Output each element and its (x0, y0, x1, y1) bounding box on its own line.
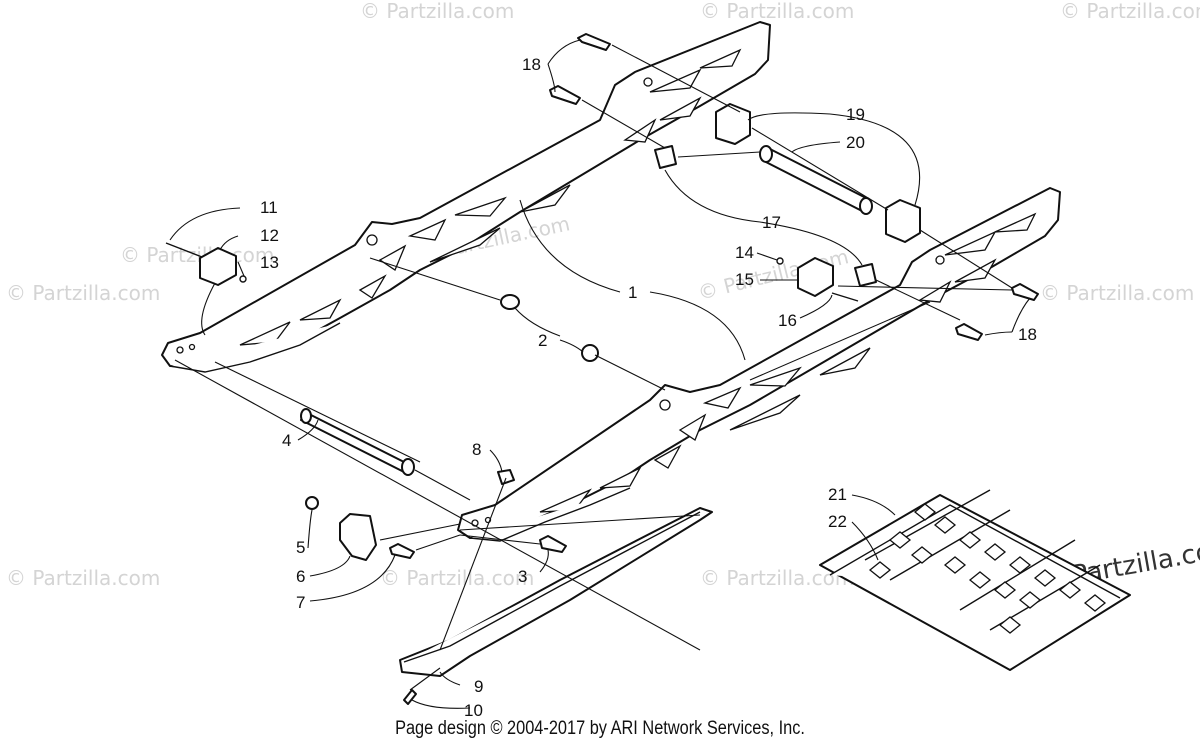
cross-shaft (759, 145, 873, 215)
watermark: © Partzilla.com (1060, 0, 1200, 23)
callout-15: 15 (735, 270, 754, 289)
nut (776, 257, 784, 265)
nut (239, 275, 247, 283)
callout-9: 9 (474, 677, 483, 696)
copyright-footer: Page design © 2004-2017 by ARI Network S… (395, 718, 805, 739)
nut (497, 469, 515, 485)
callout-21: 21 (828, 485, 847, 504)
callout-17: 17 (762, 213, 781, 232)
nut (305, 496, 319, 510)
screw (403, 689, 417, 705)
bolt (549, 85, 581, 105)
callout-22: 22 (828, 512, 847, 531)
callout-20: 20 (846, 133, 865, 152)
bushing (654, 145, 677, 169)
watermark: © Partzilla.com (700, 0, 854, 23)
spacer-block (885, 199, 921, 243)
callout-19: 19 (846, 105, 865, 124)
callout-16: 16 (778, 311, 797, 330)
bolt (1011, 283, 1039, 301)
callout-4: 4 (282, 431, 291, 450)
washer (581, 344, 599, 362)
spacer-block (715, 103, 751, 145)
bolt (389, 543, 415, 559)
callout-10: 10 (464, 701, 483, 720)
watermark: © Partzilla.com (6, 281, 160, 305)
callout-8: 8 (472, 440, 481, 459)
callout-3: 3 (518, 567, 527, 586)
stop-block (199, 247, 237, 286)
slide-runner (399, 507, 713, 677)
washer (500, 294, 520, 310)
stop-block (797, 257, 834, 297)
callout-12: 12 (260, 226, 279, 245)
bumper (339, 513, 377, 561)
callout-2: 2 (538, 331, 547, 350)
watermark: © Partzilla.com (360, 0, 514, 23)
callout-18-right: 18 (1018, 325, 1037, 344)
bolt (539, 535, 567, 553)
callout-11: 11 (260, 198, 278, 217)
callout-1: 1 (628, 283, 637, 302)
track-section (819, 489, 1131, 671)
callout-6: 6 (296, 567, 305, 586)
rail-right (457, 187, 1061, 542)
bolt (831, 292, 859, 302)
watermark: © Partzilla.com (1040, 281, 1194, 305)
watermark: © Partzilla.com (6, 566, 160, 590)
rail-left (161, 21, 771, 373)
bolt (955, 323, 983, 341)
callout-5: 5 (296, 538, 305, 557)
callout-13: 13 (260, 253, 279, 272)
axle-shaft (300, 408, 415, 476)
bolt (577, 33, 611, 51)
callout-7: 7 (296, 593, 305, 612)
callout-18-top: 18 (522, 55, 541, 74)
callout-14: 14 (735, 243, 754, 262)
leader-lines (169, 39, 1031, 709)
pin (165, 242, 203, 258)
watermark: © Partzilla.com (380, 566, 534, 590)
bushing (854, 263, 877, 287)
